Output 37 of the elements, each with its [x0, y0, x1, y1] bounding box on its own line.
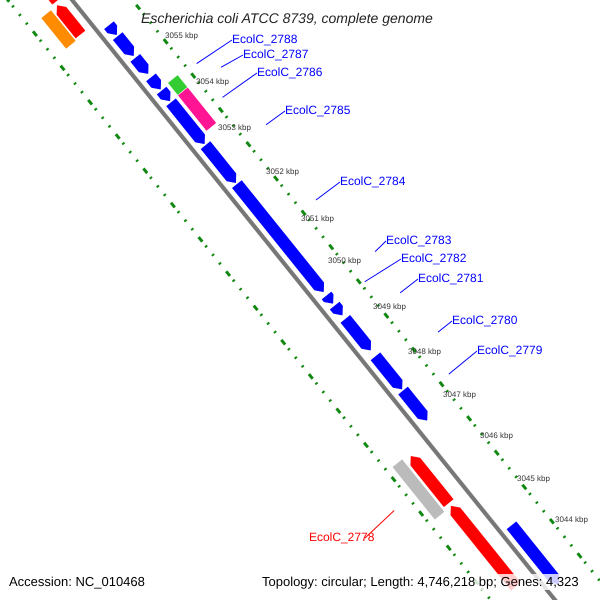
scale-label: 3049 kbp — [373, 302, 406, 312]
leader-line — [400, 278, 418, 294]
scale-label: 3053 kbp — [218, 123, 251, 133]
gene-label: EcolC_2786 — [257, 64, 322, 80]
gene-label: EcolC_2785 — [285, 102, 350, 118]
leader-line — [364, 510, 395, 538]
gene-label: EcolC_2783 — [386, 232, 452, 248]
scale-label: 3047 kbp — [443, 390, 476, 400]
leader-line — [266, 110, 286, 126]
scale-label: 3048 kbp — [408, 347, 441, 357]
scale-label: 3044 kbp — [555, 515, 588, 525]
leader-line — [222, 72, 258, 98]
leader-line — [448, 350, 478, 375]
map-title: Escherichia coli ATCC 8739, complete genome — [141, 9, 433, 28]
scale-label: 3054 kbp — [196, 77, 229, 87]
gene-label: EcolC_2782 — [401, 250, 466, 266]
genome-info-note: Topology: circular; Length: 4,746,218 bp; Genes: 4,323 — [262, 574, 579, 590]
accession-note: Accession: NC_010468 — [9, 574, 145, 590]
scale-label: 3045 kbp — [517, 474, 550, 484]
leader-line — [438, 320, 452, 333]
leader-line — [196, 40, 232, 64]
scale-label: 3046 kbp — [480, 431, 513, 441]
scale-label: 3050 kbp — [328, 256, 361, 266]
gene-label: EcolC_2780 — [452, 312, 518, 328]
leader-line — [364, 258, 402, 282]
leader-line — [316, 182, 340, 200]
leader-line — [374, 240, 386, 252]
scale-label: 3051 kbp — [301, 214, 334, 224]
gene-label: EcolC_2787 — [243, 46, 308, 62]
leader-line — [220, 54, 244, 68]
gene-label: EcolC_2788 — [232, 31, 298, 47]
gene-label: EcolC_2779 — [477, 342, 542, 358]
gene-label: EcolC_2778 — [309, 529, 374, 545]
gene-label: EcolC_2781 — [418, 270, 484, 286]
gene-label: EcolC_2784 — [340, 173, 406, 189]
scale-label: 3052 kbp — [266, 167, 299, 177]
scale-label: 3055 kbp — [165, 31, 198, 41]
